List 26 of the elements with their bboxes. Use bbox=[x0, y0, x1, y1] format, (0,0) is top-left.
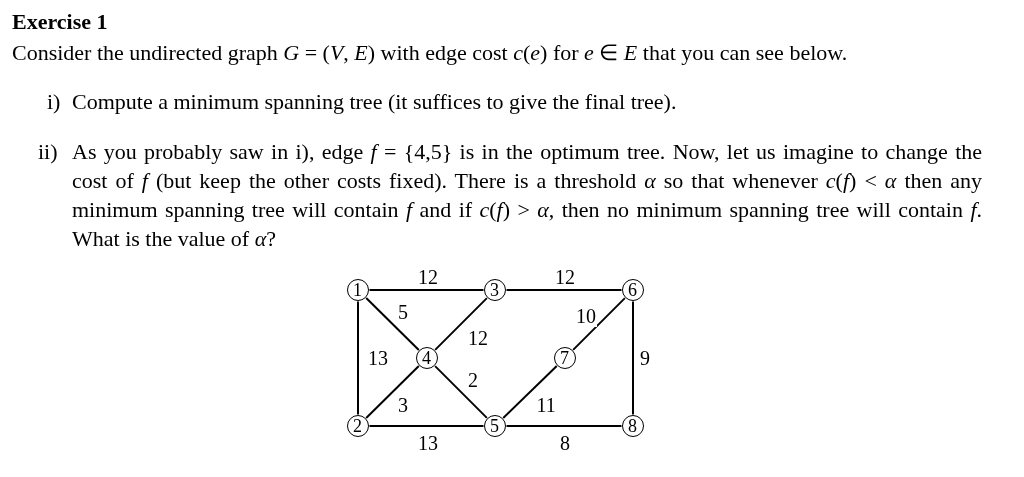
graph-edge bbox=[505, 289, 623, 291]
question-text: Compute a minimum spanning tree (it suffices to give the final tree). bbox=[72, 88, 678, 116]
item-number: i) bbox=[47, 88, 61, 116]
graph-edge bbox=[368, 289, 485, 291]
item-number: ii) bbox=[38, 138, 58, 166]
vertex-circle: 3 bbox=[483, 278, 506, 301]
graph-edge bbox=[357, 300, 359, 416]
vertex-circle: 1 bbox=[346, 278, 369, 301]
graph-edge bbox=[368, 425, 485, 427]
exercise-heading: Exercise 1 bbox=[12, 8, 108, 36]
question-text: Consider the undirected graph G = (V, E) with edge cost c(e) for e ∈ E that you can see below. bbox=[12, 39, 849, 67]
vertex-circle: 7 bbox=[553, 346, 576, 369]
graph-edge bbox=[365, 297, 420, 351]
graph-edge bbox=[572, 297, 626, 351]
graph-edge bbox=[434, 297, 488, 351]
vertex-circle: 8 bbox=[621, 414, 644, 437]
graph-edge bbox=[365, 365, 420, 419]
vertex-circle: 2 bbox=[346, 414, 369, 437]
graph-edge bbox=[632, 300, 634, 416]
graph-edge bbox=[502, 365, 558, 419]
vertex-circle: 6 bbox=[621, 278, 644, 301]
graph-edge bbox=[434, 365, 488, 419]
graph-edge bbox=[505, 425, 623, 427]
vertex-circle: 5 bbox=[483, 414, 506, 437]
vertex-circle: 4 bbox=[415, 346, 438, 369]
question-text: As you probably saw in i), edge f = {4,5} is in the optimum tree. Now, let us imagine to change the cost of f (but keep the other costs fixed). There is a threshold α so that whenever c(f) < α then any minimum spanning tree will contain f and if c(f) > α, then no minimum spanning tree will contain f. What is the value of α? bbox=[72, 138, 982, 253]
